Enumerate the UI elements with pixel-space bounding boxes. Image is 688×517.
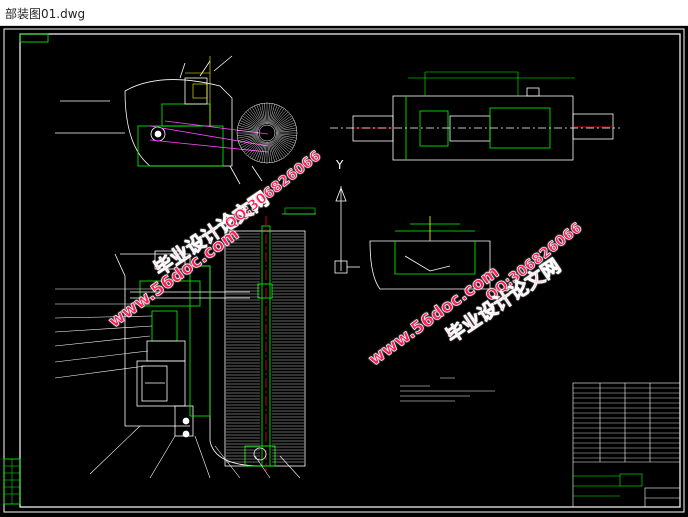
brush-bristle bbox=[242, 115, 260, 129]
brush-bristle bbox=[245, 139, 261, 155]
brush-bristle bbox=[239, 120, 259, 130]
brush-bristle bbox=[273, 111, 289, 127]
brush-bristle bbox=[256, 104, 265, 125]
brush-bristle bbox=[243, 113, 261, 128]
brush-bristle bbox=[272, 109, 287, 127]
top-left-view bbox=[55, 55, 269, 185]
brush-bristle bbox=[264, 141, 267, 163]
brush-bristle bbox=[251, 140, 263, 160]
brush-bristle bbox=[271, 140, 283, 160]
brush-bristle bbox=[259, 103, 265, 125]
top-right-view bbox=[330, 87, 620, 161]
brush-bristle bbox=[275, 135, 297, 141]
brush-bristle bbox=[268, 103, 273, 125]
front-view bbox=[114, 216, 306, 471]
brush-bristle bbox=[264, 103, 267, 125]
technical-notes bbox=[400, 377, 495, 402]
brush-bristle bbox=[267, 103, 270, 125]
brush-bristle bbox=[237, 130, 259, 133]
brush-bristle bbox=[275, 135, 296, 144]
brush-bristle bbox=[271, 108, 285, 126]
brush-bristle bbox=[237, 135, 259, 141]
brush-bristle bbox=[267, 141, 270, 163]
title-block bbox=[572, 382, 681, 508]
brush-bristle bbox=[274, 137, 294, 149]
brush-bristle bbox=[270, 141, 280, 161]
brush-bristle bbox=[256, 141, 265, 162]
cad-drawing: Y bbox=[3, 28, 685, 513]
brush-bristle bbox=[275, 133, 297, 136]
brush-bristle bbox=[254, 141, 264, 161]
brush-bristle bbox=[249, 140, 263, 158]
brush-bristle bbox=[261, 141, 266, 163]
brush-bristle bbox=[237, 125, 259, 131]
brush-bristle bbox=[275, 134, 297, 139]
section-view bbox=[369, 216, 491, 290]
brush-bristle bbox=[274, 117, 294, 129]
window-title: 部装图01.dwg bbox=[5, 7, 86, 21]
brush-bristle bbox=[274, 137, 292, 151]
brush-bristle bbox=[240, 137, 260, 149]
corner-tag bbox=[19, 33, 49, 43]
brush-bristle bbox=[275, 130, 297, 133]
brush-bristle bbox=[247, 139, 262, 157]
brush-bristle bbox=[243, 138, 261, 153]
brush-bristle bbox=[272, 139, 287, 157]
brush-bristle bbox=[261, 103, 266, 125]
brush-bristle bbox=[275, 127, 297, 132]
brush-bristle bbox=[239, 136, 259, 146]
brush-bristle bbox=[238, 122, 259, 131]
axis-label-y: Y bbox=[335, 158, 344, 172]
cad-viewport[interactable]: Y bbox=[0, 26, 688, 517]
brush-bristle bbox=[245, 111, 261, 127]
leader-lines bbox=[54, 213, 316, 479]
brush-bristle bbox=[271, 106, 283, 126]
brush-bristle bbox=[249, 108, 263, 126]
brush-bristle bbox=[273, 139, 289, 155]
brush-bristle bbox=[251, 106, 263, 126]
brush-bristle bbox=[269, 141, 275, 163]
brush-bristle bbox=[275, 120, 295, 130]
brush-bristle bbox=[254, 105, 264, 125]
ucs-icon bbox=[334, 186, 360, 274]
brush-bristle bbox=[238, 135, 259, 144]
brush-bristle bbox=[275, 136, 295, 146]
brush-bristle bbox=[269, 104, 278, 125]
inner-frame bbox=[19, 33, 681, 508]
brush-bristle bbox=[268, 141, 273, 163]
brush-bristle bbox=[275, 125, 297, 131]
brush-bristle bbox=[269, 103, 275, 125]
brush-bristle bbox=[237, 127, 259, 132]
brush-bristle bbox=[269, 141, 278, 162]
brush-bristle bbox=[275, 122, 296, 131]
brush-bristle bbox=[237, 134, 259, 139]
brush-bristle bbox=[242, 137, 260, 151]
brush-bristle bbox=[274, 115, 292, 129]
brush-bristle bbox=[237, 133, 259, 136]
brush-bristle bbox=[271, 140, 285, 158]
brush-bristle bbox=[259, 141, 265, 163]
brush-bristle bbox=[273, 138, 291, 153]
outer-frame bbox=[3, 28, 685, 513]
brush-bristle bbox=[247, 109, 262, 127]
brush-bristle bbox=[270, 105, 280, 125]
brush-bristle bbox=[240, 117, 260, 129]
brush-bristle bbox=[273, 113, 291, 128]
window-title-bar: 部装图01.dwg bbox=[0, 0, 688, 26]
